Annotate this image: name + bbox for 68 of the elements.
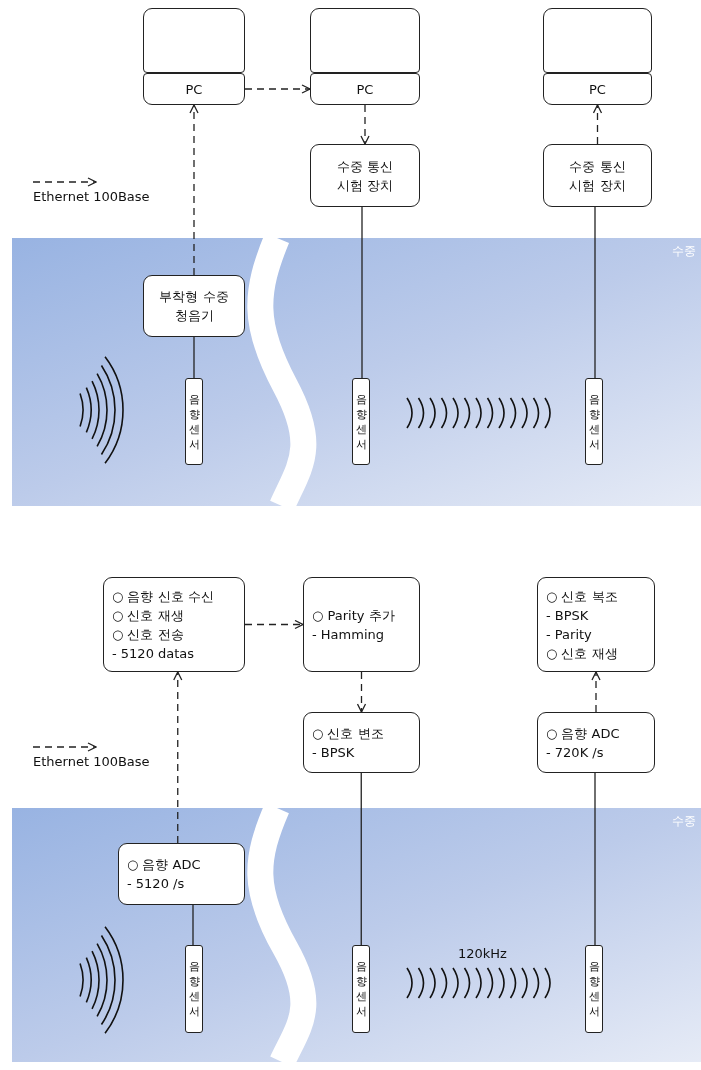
water-label: 수중 <box>672 813 696 830</box>
cable-line <box>361 206 363 379</box>
hydrophone-box <box>143 275 245 337</box>
list-item: - 720K /s <box>546 743 605 762</box>
monitor-box <box>143 8 245 73</box>
list-item: ○ 신호 전송 <box>112 625 185 644</box>
sensor-bar <box>352 378 370 465</box>
legend-text: Ethernet 100Base <box>33 189 150 204</box>
list-item: ○ 신호 재생 <box>546 644 619 663</box>
arrow <box>244 84 311 94</box>
pc-box <box>543 73 652 105</box>
box-label: PC <box>356 80 374 99</box>
list-item: - Parity <box>546 625 593 644</box>
arrow <box>356 671 367 713</box>
sensor-bar <box>185 378 203 465</box>
sensor-bar <box>185 945 203 1033</box>
box-label: 수중 통신 시험 장치 <box>335 157 395 195</box>
list-item: ○ 음향 ADC <box>127 856 202 874</box>
arrow <box>592 104 603 145</box>
arrow <box>360 104 370 145</box>
pc-box <box>310 73 420 105</box>
sensor-label: 음향센서 <box>188 391 200 452</box>
sensor-bar <box>352 945 370 1033</box>
water-label: 수중 <box>672 243 696 260</box>
process-box <box>303 577 420 672</box>
list-item: - BPSK <box>546 606 590 625</box>
arrow <box>591 671 601 713</box>
list-item: ○ 음향 신호 수신 <box>112 587 215 606</box>
cable-line <box>594 206 596 379</box>
monitor-box <box>543 8 652 73</box>
cable-line <box>192 904 194 946</box>
process-box <box>537 712 655 773</box>
list-item: ○ 음향 ADC <box>546 724 621 743</box>
cable-line <box>193 336 195 379</box>
device-box <box>310 144 420 207</box>
sensor-label: 음향센서 <box>355 391 367 452</box>
list-item: ○ Parity 추가 <box>312 606 396 625</box>
box-label: 부착형 수중 청음기 <box>158 288 230 325</box>
sensor-label: 음향센서 <box>588 959 600 1019</box>
list-item: ○ 신호 복조 <box>546 587 619 606</box>
box-label: 수중 통신 시험 장치 <box>568 157 627 195</box>
sensor-label: 음향센서 <box>588 391 600 452</box>
frequency-label: 120kHz <box>458 946 507 961</box>
process-box <box>118 843 245 905</box>
sensor-bar <box>585 378 603 465</box>
list-item: - Hamming <box>312 625 385 644</box>
legend-text: Ethernet 100Base <box>33 754 150 769</box>
list-item: - BPSK <box>312 743 356 762</box>
monitor-box <box>310 8 420 73</box>
process-box <box>103 577 245 672</box>
box-label: PC <box>185 80 203 99</box>
arrow <box>189 104 199 276</box>
list-item: ○ 신호 재생 <box>112 606 185 625</box>
device-box <box>543 144 652 207</box>
list-item: - 5120 /s <box>127 875 186 893</box>
list-item: ○ 신호 변조 <box>312 724 385 743</box>
sensor-label: 음향센서 <box>355 959 367 1019</box>
process-box <box>537 577 655 672</box>
list-item: - 5120 datas <box>112 644 196 663</box>
arrow <box>173 671 183 844</box>
box-label: PC <box>589 80 606 99</box>
cable-line <box>594 772 596 946</box>
sensor-bar <box>585 945 603 1033</box>
process-box <box>303 712 420 773</box>
pc-box <box>143 73 245 105</box>
cable-line <box>360 772 362 946</box>
sensor-label: 음향센서 <box>188 959 200 1019</box>
arrow <box>244 619 304 630</box>
